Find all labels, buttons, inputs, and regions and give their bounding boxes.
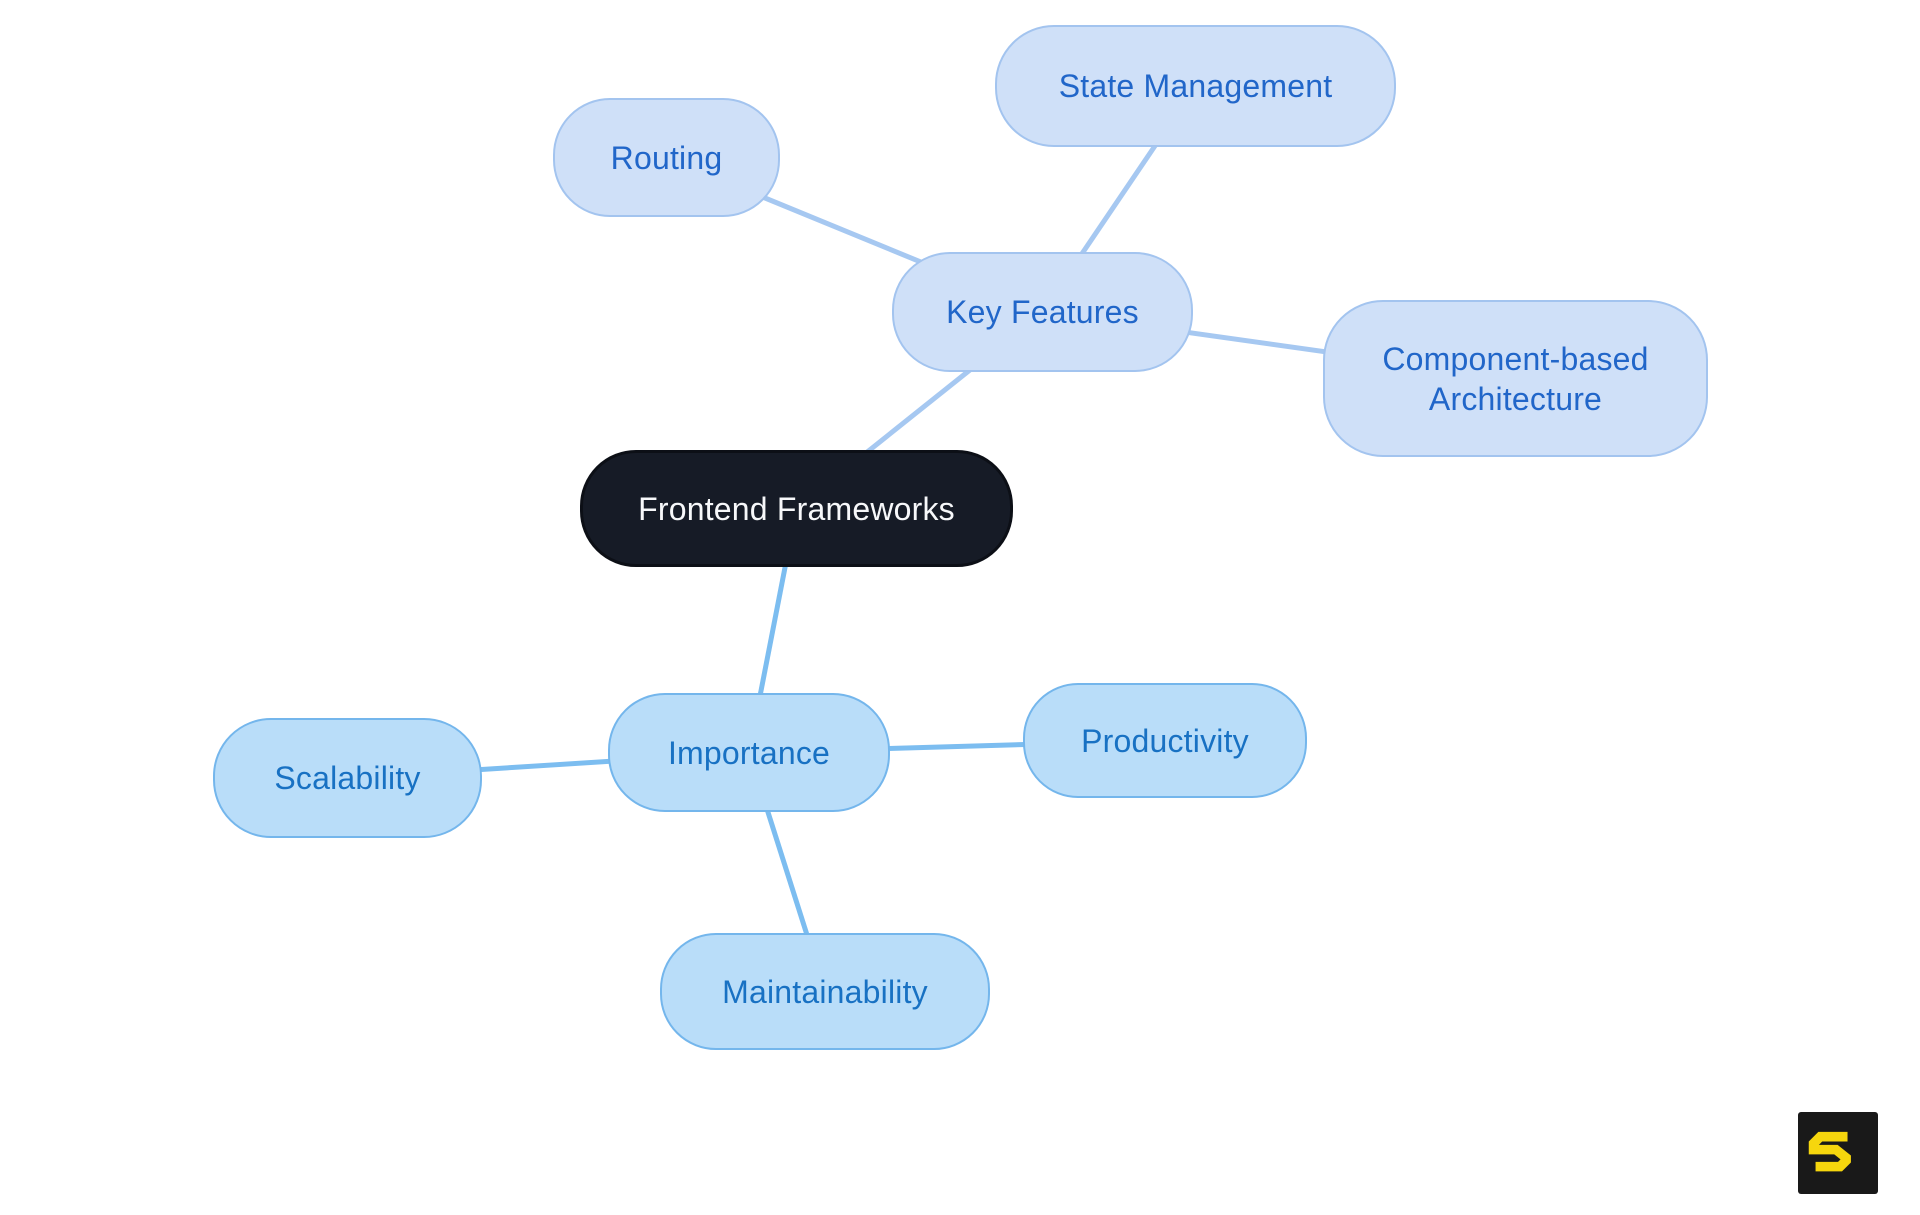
node-importance[interactable]: Importance: [608, 693, 890, 812]
node-key-features[interactable]: Key Features: [892, 252, 1193, 372]
node-label-key-features: Key Features: [946, 294, 1139, 330]
node-label-scalability: Scalability: [274, 760, 421, 796]
node-label-routing: Routing: [610, 139, 723, 176]
node-label-productivity: Productivity: [1081, 722, 1249, 759]
node-frontend[interactable]: Frontend Frameworks: [580, 450, 1013, 567]
node-component-arch[interactable]: Component-based Architecture: [1323, 300, 1708, 457]
node-state-management[interactable]: State Management: [995, 25, 1396, 147]
node-productivity[interactable]: Productivity: [1023, 683, 1307, 798]
node-label-importance: Importance: [667, 734, 831, 771]
node-scalability[interactable]: Scalability: [213, 718, 482, 838]
node-label-state-management: State Management: [1058, 68, 1333, 104]
s-logo-icon: [1808, 1131, 1851, 1172]
node-label-maintainability: Maintainability: [722, 973, 928, 1010]
node-routing[interactable]: Routing: [553, 98, 780, 217]
node-label-component-arch: Component-based Architecture: [1382, 340, 1649, 417]
brand-logo: [1798, 1112, 1878, 1194]
node-label-frontend: Frontend Frameworks: [638, 490, 955, 527]
node-maintainability[interactable]: Maintainability: [660, 933, 990, 1050]
